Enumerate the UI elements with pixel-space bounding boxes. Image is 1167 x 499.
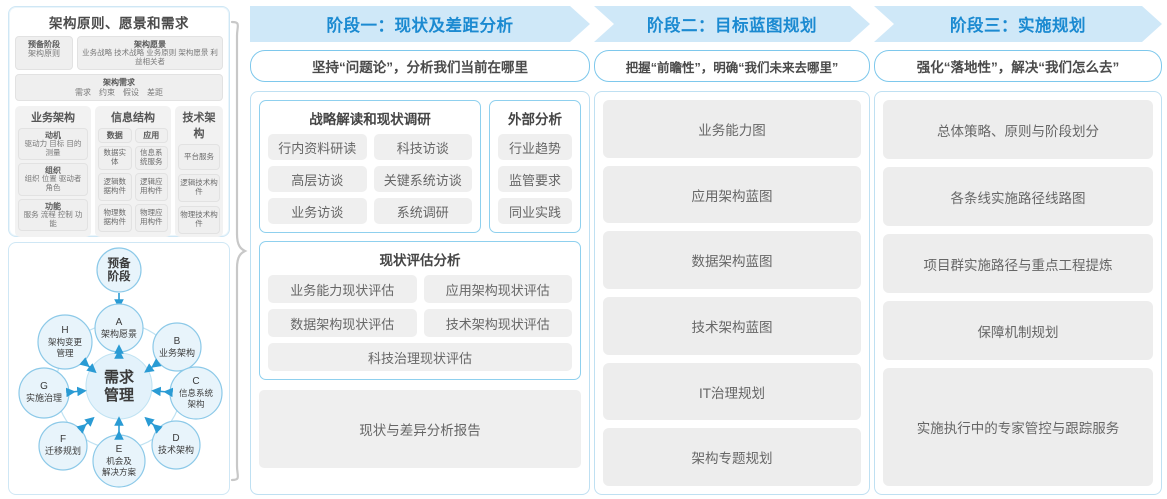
togaf-domain-information: 信息结构 数据 数据实体 逻辑数据构件 物理数据构件 应用 信息系统服务 逻辑应… bbox=[95, 105, 171, 237]
phase-1-column: 阶段一：现状及差距分析 坚持“问题论”，分析我们当前在哪里 战略解读和现状调研 … bbox=[250, 6, 590, 495]
phase3-item-3[interactable]: 保障机制规划 bbox=[883, 301, 1153, 360]
phase2-item-0[interactable]: 业务能力图 bbox=[603, 100, 861, 158]
togaf-business-function: 功能 服务 流程 控制 功能 bbox=[18, 198, 88, 232]
phase-2-title: 阶段二：目标蓝图规划 bbox=[647, 17, 817, 35]
phase-1-subtitle-bar: 坚持“问题论”，分析我们当前在哪里 bbox=[250, 50, 590, 82]
phase3-item-2[interactable]: 项目群实施路径与重点工程提炼 bbox=[883, 234, 1153, 293]
phase-1-subtitle: 坚持“问题论”，分析我们当前在哪里 bbox=[312, 60, 528, 75]
phase2-item-1[interactable]: 应用架构蓝图 bbox=[603, 165, 861, 224]
svg-text:业务架构: 业务架构 bbox=[159, 347, 195, 358]
phase2-item-5[interactable]: 架构专题规划 bbox=[603, 428, 861, 487]
svg-text:架构愿景: 架构愿景 bbox=[101, 328, 137, 339]
svg-text:B: B bbox=[174, 336, 181, 347]
phase3-item-0[interactable]: 总体策略、原则与阶段划分 bbox=[883, 100, 1153, 159]
adm-node-d bbox=[151, 420, 201, 470]
adm-node-h bbox=[37, 314, 93, 370]
phase2-item-4[interactable]: IT治理规划 bbox=[603, 362, 861, 421]
svg-text:管理: 管理 bbox=[56, 348, 74, 358]
left-reference-column: 架构原则、愿景和需求 预备阶段 架构原则 架构愿景 业务战略 技术战略 业务原则… bbox=[8, 6, 230, 495]
svg-text:实施治理: 实施治理 bbox=[26, 392, 62, 403]
togaf-business-motivation: 动机 驱动力 目标 目的 测量 bbox=[18, 127, 88, 161]
togaf-requirements-block: 架构需求 需求 约束 假设 差距 bbox=[15, 74, 223, 101]
togaf-vision-block: 架构愿景 业务战略 技术战略 业务原则 架构愿景 利益相关者 bbox=[77, 36, 223, 71]
svg-text:迁移规划: 迁移规划 bbox=[45, 445, 81, 456]
adm-center-line1: 需求 bbox=[104, 368, 135, 386]
chip-external-0[interactable]: 行业趋势 bbox=[498, 134, 572, 160]
phase-3-subtitle-bar: 强化“落地性”，解决“我们怎么去” bbox=[874, 50, 1162, 82]
togaf-business-organization: 组织 组织 位置 驱动者 角色 bbox=[18, 163, 88, 196]
svg-text:信息系统: 信息系统 bbox=[179, 388, 214, 398]
adm-node-a bbox=[94, 303, 144, 353]
phase2-item-2[interactable]: 数据架构蓝图 bbox=[603, 231, 861, 290]
adm-node-prelim bbox=[96, 247, 142, 293]
chip-strategy-1[interactable]: 科技访谈 bbox=[373, 134, 472, 160]
togaf-domain-technology: 技术架构 平台服务 逻辑技术构件 物理技术构件 bbox=[175, 105, 223, 237]
phase3-item-1[interactable]: 各条线实施路径线路图 bbox=[883, 167, 1153, 226]
phase-3-title: 阶段三：实施规划 bbox=[950, 17, 1086, 35]
chip-assess-2[interactable]: 数据架构现状评估 bbox=[268, 309, 417, 337]
phase3-item-4[interactable]: 实施执行中的专家管控与跟踪服务 bbox=[883, 368, 1153, 486]
svg-text:A: A bbox=[116, 317, 123, 328]
phase-2-column: 阶段二：目标蓝图规划 把握“前瞻性”，明确“我们未来去哪里” 业务能力图 应用架… bbox=[594, 6, 870, 495]
togaf-title: 架构原则、愿景和需求 bbox=[49, 16, 189, 31]
chip-strategy-4[interactable]: 业务访谈 bbox=[268, 198, 367, 224]
phase-1-body: 战略解读和现状调研 行内资料研读 科技访谈 高层访谈 关键系统访谈 业务访谈 系… bbox=[250, 91, 590, 495]
svg-text:机会及: 机会及 bbox=[106, 456, 132, 466]
phase-1-title: 阶段一：现状及差距分析 bbox=[326, 17, 514, 35]
svg-text:技术架构: 技术架构 bbox=[158, 444, 194, 455]
chip-assess-3[interactable]: 技术架构现状评估 bbox=[423, 309, 572, 337]
togaf-framework-panel: 架构原则、愿景和需求 预备阶段 架构原则 架构愿景 业务战略 技术战略 业务原则… bbox=[8, 6, 230, 283]
phase-3-column: 阶段三：实施规划 强化“落地性”，解决“我们怎么去” 总体策略、原则与阶段划分 … bbox=[874, 6, 1162, 495]
phase-3-header: 阶段三：实施规划 bbox=[874, 6, 1162, 42]
svg-text:C: C bbox=[192, 376, 199, 387]
svg-text:预备: 预备 bbox=[108, 256, 131, 270]
chip-assess-1[interactable]: 应用架构现状评估 bbox=[423, 275, 572, 303]
phase-3-body: 总体策略、原则与阶段划分 各条线实施路径线路图 项目群实施路径与重点工程提炼 保… bbox=[874, 91, 1162, 495]
svg-text:D: D bbox=[172, 433, 179, 444]
svg-text:阶段: 阶段 bbox=[108, 269, 131, 283]
card-strategy-research: 战略解读和现状调研 行内资料研读 科技访谈 高层访谈 关键系统访谈 业务访谈 系… bbox=[259, 100, 481, 233]
svg-text:架构变更: 架构变更 bbox=[48, 337, 83, 347]
togaf-prelim-block: 预备阶段 架构原则 bbox=[15, 36, 73, 71]
phase-3-subtitle: 强化“落地性”，解决“我们怎么去” bbox=[916, 60, 1120, 75]
chip-strategy-2[interactable]: 高层访谈 bbox=[268, 166, 367, 192]
phase-2-body: 业务能力图 应用架构蓝图 数据架构蓝图 技术架构蓝图 IT治理规划 架构专题规划 bbox=[594, 91, 870, 495]
phase-2-subtitle: 把握“前瞻性”，明确“我们未来去哪里” bbox=[625, 60, 839, 75]
chip-strategy-5[interactable]: 系统调研 bbox=[373, 198, 472, 224]
adm-cycle-diagram: 需求 管理 预备 阶段 A 架构愿景 B 业务架构 C 信息系统 架构 bbox=[18, 247, 223, 488]
chip-assess-0[interactable]: 业务能力现状评估 bbox=[268, 275, 417, 303]
brace-connector bbox=[230, 20, 248, 482]
svg-text:E: E bbox=[116, 444, 123, 455]
chip-strategy-0[interactable]: 行内资料研读 bbox=[268, 134, 367, 160]
adm-node-b bbox=[152, 322, 202, 372]
togaf-info-data-column: 数据 数据实体 逻辑数据构件 物理数据构件 bbox=[98, 127, 132, 232]
adm-node-f bbox=[38, 421, 88, 471]
phase-2-subtitle-bar: 把握“前瞻性”，明确“我们未来去哪里” bbox=[594, 50, 870, 82]
card-external-analysis: 外部分析 行业趋势 监管要求 同业实践 bbox=[489, 100, 581, 233]
togaf-info-application-column: 应用 信息系统服务 逻辑应用构件 物理应用构件 bbox=[134, 127, 168, 232]
card-current-assessment: 现状评估分析 业务能力现状评估 应用架构现状评估 数据架构现状评估 技术架构现状… bbox=[259, 241, 581, 380]
togaf-domain-business: 业务架构 动机 驱动力 目标 目的 测量 组织 组织 位置 驱动者 角色 功能 … bbox=[15, 105, 91, 237]
phase2-item-3[interactable]: 技术架构蓝图 bbox=[603, 297, 861, 355]
chip-external-1[interactable]: 监管要求 bbox=[498, 166, 572, 192]
svg-text:解决方案: 解决方案 bbox=[102, 467, 137, 477]
svg-text:F: F bbox=[60, 434, 66, 445]
phase-1-header: 阶段一：现状及差距分析 bbox=[250, 6, 590, 42]
phase-2-header: 阶段二：目标蓝图规划 bbox=[594, 6, 870, 42]
chip-assess-governance[interactable]: 科技治理现状评估 bbox=[268, 343, 572, 371]
adm-center-line2: 管理 bbox=[104, 386, 134, 404]
chip-strategy-3[interactable]: 关键系统访谈 bbox=[373, 166, 472, 192]
svg-text:G: G bbox=[40, 381, 48, 392]
chip-external-2[interactable]: 同业实践 bbox=[498, 198, 572, 224]
svg-text:架构: 架构 bbox=[187, 399, 204, 409]
adm-cycle-panel: 需求 管理 预备 阶段 A 架构愿景 B 业务架构 C 信息系统 架构 bbox=[8, 242, 230, 495]
svg-text:H: H bbox=[61, 325, 68, 336]
chip-gap-analysis-report[interactable]: 现状与差异分析报告 bbox=[259, 390, 581, 468]
